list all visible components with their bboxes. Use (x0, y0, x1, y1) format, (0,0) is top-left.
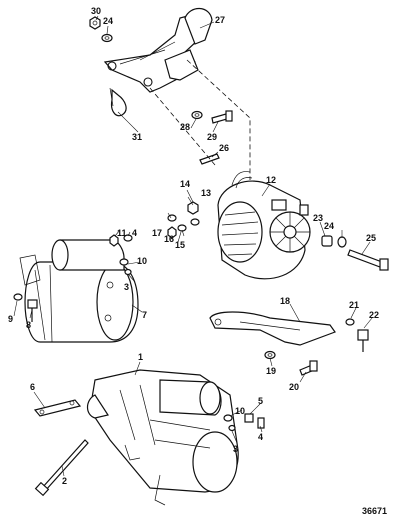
callout-22: 22 (369, 310, 379, 320)
alternator-fan (269, 211, 311, 253)
washer-9 (13, 293, 23, 301)
nut-30 (89, 16, 101, 30)
washer-24-top (101, 33, 113, 43)
callout-3: 3 (233, 444, 238, 454)
bolt-20 (299, 360, 318, 376)
bolt-2 (34, 439, 89, 497)
washer-21 (345, 318, 355, 326)
strap-6 (33, 399, 82, 417)
bolt-29 (211, 110, 233, 124)
spacer-23 (321, 235, 333, 247)
callout-27: 27 (215, 15, 225, 25)
callout-2: 2 (62, 476, 67, 486)
alternator-bracket (103, 7, 213, 93)
starter-motor-7 (19, 239, 139, 343)
callout-23: 23 (313, 213, 323, 223)
bolt-22 (357, 329, 369, 352)
callout-11: 11 (117, 228, 127, 238)
callout-10: 10 (137, 256, 147, 266)
callout-8: 8 (26, 320, 31, 330)
reference-number: 36671 (362, 506, 387, 516)
bolt-25 (347, 249, 389, 271)
callout-10: 10 (235, 406, 245, 416)
callout-17: 17 (152, 228, 162, 238)
callout-30: 30 (91, 6, 101, 16)
callout-16: 16 (164, 234, 174, 244)
hardware-3-4-10-11-left (109, 234, 133, 276)
washer-24-right (337, 236, 347, 248)
callout-13: 13 (201, 188, 211, 198)
callout-28: 28 (180, 122, 190, 132)
callout-15: 15 (175, 240, 185, 250)
callout-1: 1 (138, 352, 143, 362)
callout-18: 18 (280, 296, 290, 306)
callout-4: 4 (132, 228, 137, 238)
callout-19: 19 (266, 366, 276, 376)
starter-motor-1 (86, 369, 239, 506)
callout-3: 3 (124, 282, 129, 292)
clip-31 (109, 87, 127, 117)
hardware-3-4-5-10-right (223, 413, 265, 432)
callout-14: 14 (180, 179, 190, 189)
callout-12: 12 (266, 175, 276, 185)
washer-28 (191, 110, 203, 120)
callout-6: 6 (30, 382, 35, 392)
callout-26: 26 (219, 143, 229, 153)
callout-5: 5 (258, 396, 263, 406)
callout-24: 24 (103, 16, 113, 26)
callout-24: 24 (324, 221, 334, 231)
callout-9: 9 (8, 314, 13, 324)
callout-20: 20 (289, 382, 299, 392)
washer-19 (264, 350, 276, 360)
callout-labels: 1 2 3 3 4 4 5 6 7 8 9 10 10 11 12 13 14 … (8, 6, 379, 486)
callout-4: 4 (258, 432, 263, 442)
leader-lines (13, 15, 373, 477)
alternator-12 (217, 171, 311, 280)
callout-31: 31 (132, 132, 142, 142)
callout-21: 21 (349, 300, 359, 310)
callout-7: 7 (142, 310, 147, 320)
callout-25: 25 (366, 233, 376, 243)
hardware-13-17 (167, 201, 200, 239)
adjust-bracket-18 (209, 311, 336, 346)
callout-29: 29 (207, 132, 217, 142)
